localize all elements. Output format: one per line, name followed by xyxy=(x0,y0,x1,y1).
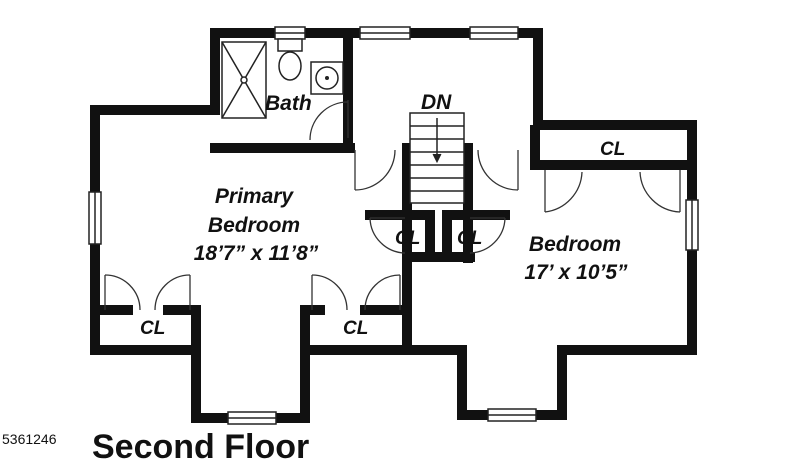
window-right xyxy=(685,199,699,251)
primary-closet-left-doors xyxy=(104,274,191,311)
hall-closet-left-door xyxy=(369,217,406,254)
primary-bedroom-label-line1: Primary xyxy=(215,185,295,208)
window-top-2 xyxy=(359,26,411,40)
primary-bedroom-dimensions: 18’7” x 11’8” xyxy=(194,242,319,265)
bath-label: Bath xyxy=(265,92,312,115)
listing-number: 5361246 xyxy=(2,431,57,447)
shower-icon xyxy=(221,41,267,119)
primary-bedroom-label-line2: Bedroom xyxy=(208,214,300,237)
bedroom-door xyxy=(477,149,519,191)
floor-plan-drawing: Bath DN Primary Bedroom 18’7” x 11’8” Be… xyxy=(88,26,699,425)
closet-label-primary-right: CL xyxy=(343,318,368,339)
bedroom-label: Bedroom xyxy=(529,233,621,256)
stairs-label: DN xyxy=(421,91,452,114)
closet-label-hall-left: CL xyxy=(395,228,420,249)
outer-wall xyxy=(90,28,697,423)
window-top-3 xyxy=(469,26,519,40)
closet-label-primary-left: CL xyxy=(140,318,165,339)
bath-door-icon xyxy=(309,100,349,141)
staircase-icon xyxy=(409,112,465,204)
bedroom-closet-wall xyxy=(530,125,695,170)
hall-closet-walls xyxy=(365,210,510,262)
floor-caption: Second Floor xyxy=(92,428,310,466)
primary-bedroom-door xyxy=(354,149,396,191)
closet-label-bedroom: CL xyxy=(600,139,625,160)
sink-icon xyxy=(310,61,344,95)
bedroom-dimensions: 17’ x 10’5” xyxy=(524,261,628,284)
window-bottom-right xyxy=(487,408,537,422)
primary-closet-right-doors xyxy=(311,274,401,311)
window-top-1 xyxy=(274,26,306,40)
bedroom-closet-doors xyxy=(544,170,681,213)
floor-plan: Bath DN Primary Bedroom 18’7” x 11’8” Be… xyxy=(2,26,699,466)
closet-label-hall-right: CL xyxy=(457,228,482,249)
window-left xyxy=(88,191,102,245)
window-bottom-left xyxy=(227,411,277,425)
toilet-icon xyxy=(277,38,303,81)
hall-closet-right-door xyxy=(469,217,506,254)
